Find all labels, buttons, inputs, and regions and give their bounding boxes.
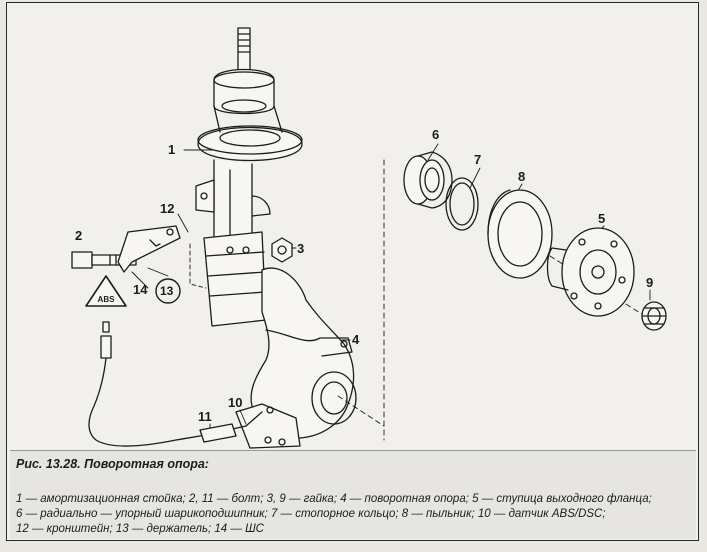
callout-7: 7 (474, 152, 482, 167)
nut-part (271, 237, 293, 263)
callout-circle-13 (155, 278, 181, 304)
hub-nut (641, 301, 667, 331)
callout-10: 10 (228, 395, 243, 410)
callout-12: 12 (160, 201, 175, 216)
legend-line: 6 — радиально — упорный шарикоподшипник;… (16, 508, 606, 520)
callout-8: 8 (518, 169, 526, 184)
callout-6: 6 (432, 127, 440, 142)
callout-2: 2 (75, 228, 83, 243)
retaining-ring (445, 177, 479, 231)
bolt-part (71, 251, 137, 269)
callout-9: 9 (646, 275, 654, 290)
callout-4: 4 (352, 332, 360, 347)
callout-14: 14 (133, 282, 148, 297)
legend-line: 1 — амортизационная стойка; 2, 11 — болт… (16, 493, 652, 505)
legend-line: 12 — кронштейн; 13 — держатель; 14 — ШС (16, 523, 264, 535)
exploded-view-drawing: ABS (71, 27, 667, 449)
wheel-bearing (403, 151, 453, 209)
wheel-hub (546, 227, 635, 317)
abs-warning-badge: ABS (85, 275, 127, 307)
steering-knuckle (235, 267, 357, 449)
shock-strut (195, 27, 303, 327)
sensor-cable (88, 321, 263, 447)
callout-13: 13 (160, 284, 174, 298)
callout-11: 11 (198, 409, 212, 424)
figure-caption-area: Рис. 13.28. Поворотная опора: 1 — аморти… (10, 450, 696, 539)
bracket-part (117, 225, 181, 273)
figure-caption: Рис. 13.28. Поворотная опора: (16, 457, 209, 471)
abs-badge-text: ABS (98, 295, 116, 304)
callout-5: 5 (598, 211, 606, 226)
callout-1: 1 (168, 142, 176, 157)
dust-boot (487, 189, 553, 279)
callout-3: 3 (297, 241, 305, 256)
